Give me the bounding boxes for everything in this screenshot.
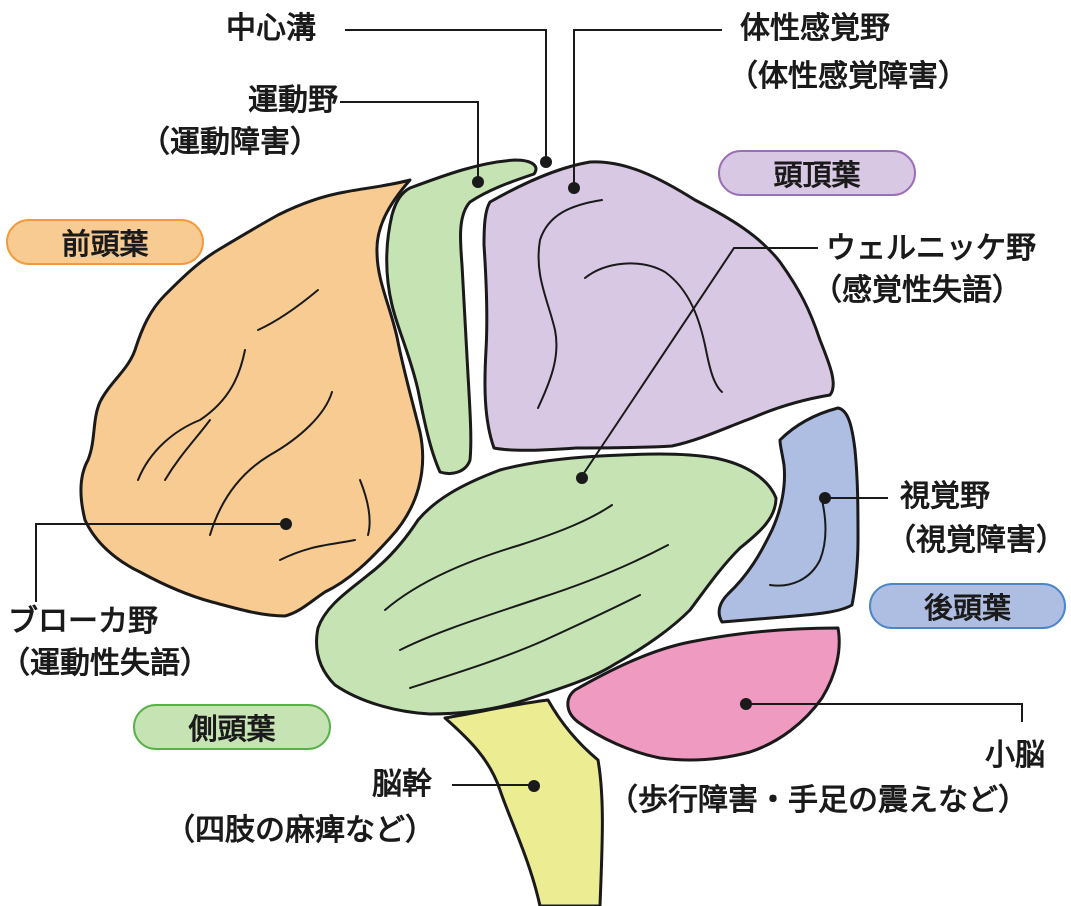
motor-area-leader — [340, 101, 479, 180]
central-sulcus-dot — [540, 156, 552, 168]
central-sulcus-label: 中心溝 — [226, 11, 316, 46]
frontal-lobe-pill: 前頭葉 — [6, 219, 204, 265]
wernicke-dot — [576, 472, 588, 484]
broca-dot — [280, 518, 292, 530]
broca-area-note: （運動性失語） — [0, 646, 210, 681]
wernicke-area-label: ウェルニッケ野 — [826, 231, 1036, 266]
brainstem-label: 脳幹 — [372, 767, 432, 802]
visual-area-note: （視覚障害） — [886, 523, 1066, 558]
wernicke-area-note: （感覚性失語） — [812, 273, 1022, 308]
motor-area-region — [385, 158, 538, 475]
cerebellum-dot — [740, 698, 752, 710]
motor-area-note: （運動障害） — [140, 125, 320, 160]
temporal-lobe-region — [315, 452, 778, 716]
brainstem-note: （四肢の麻痺など） — [165, 813, 435, 848]
cerebellum-label: 小脳 — [985, 738, 1045, 773]
central-sulcus-leader — [345, 29, 547, 158]
parietal-lobe-region — [482, 160, 835, 452]
parietal-lobe-label: 頭頂葉 — [773, 158, 861, 192]
wernicke-leader — [581, 247, 818, 477]
frontal-lobe-region — [79, 178, 425, 618]
motor-area-label: 運動野 — [248, 83, 338, 118]
cerebellum-note: （歩行障害・手足の震えなど） — [608, 783, 1028, 818]
occipital-lobe-pill: 後頭葉 — [869, 583, 1066, 629]
visual-area-dot — [819, 492, 831, 504]
cerebellum-region — [566, 626, 841, 762]
broca-leader — [35, 523, 286, 602]
somatosensory-dot — [568, 182, 580, 194]
occipital-lobe-label: 後頭葉 — [923, 591, 1011, 625]
motor-area-dot — [472, 176, 484, 188]
brainstem-region — [443, 698, 604, 906]
temporal-lobe-label: 側頭葉 — [188, 712, 276, 746]
somatosensory-area-note: （体性感覚障害） — [728, 59, 968, 94]
somatosensory-area-label: 体性感覚野 — [740, 11, 890, 46]
occipital-lobe-region — [717, 406, 860, 624]
visual-area-label: 視覚野 — [900, 479, 990, 514]
parietal-lobe-pill: 頭頂葉 — [718, 150, 916, 196]
somatosensory-leader — [573, 29, 722, 186]
brainstem-dot — [528, 780, 540, 792]
cerebellum-leader — [746, 703, 1023, 722]
broca-area-label: ブローカ野 — [8, 604, 158, 639]
frontal-lobe-label: 前頭葉 — [61, 227, 149, 261]
temporal-lobe-pill: 側頭葉 — [133, 704, 331, 750]
